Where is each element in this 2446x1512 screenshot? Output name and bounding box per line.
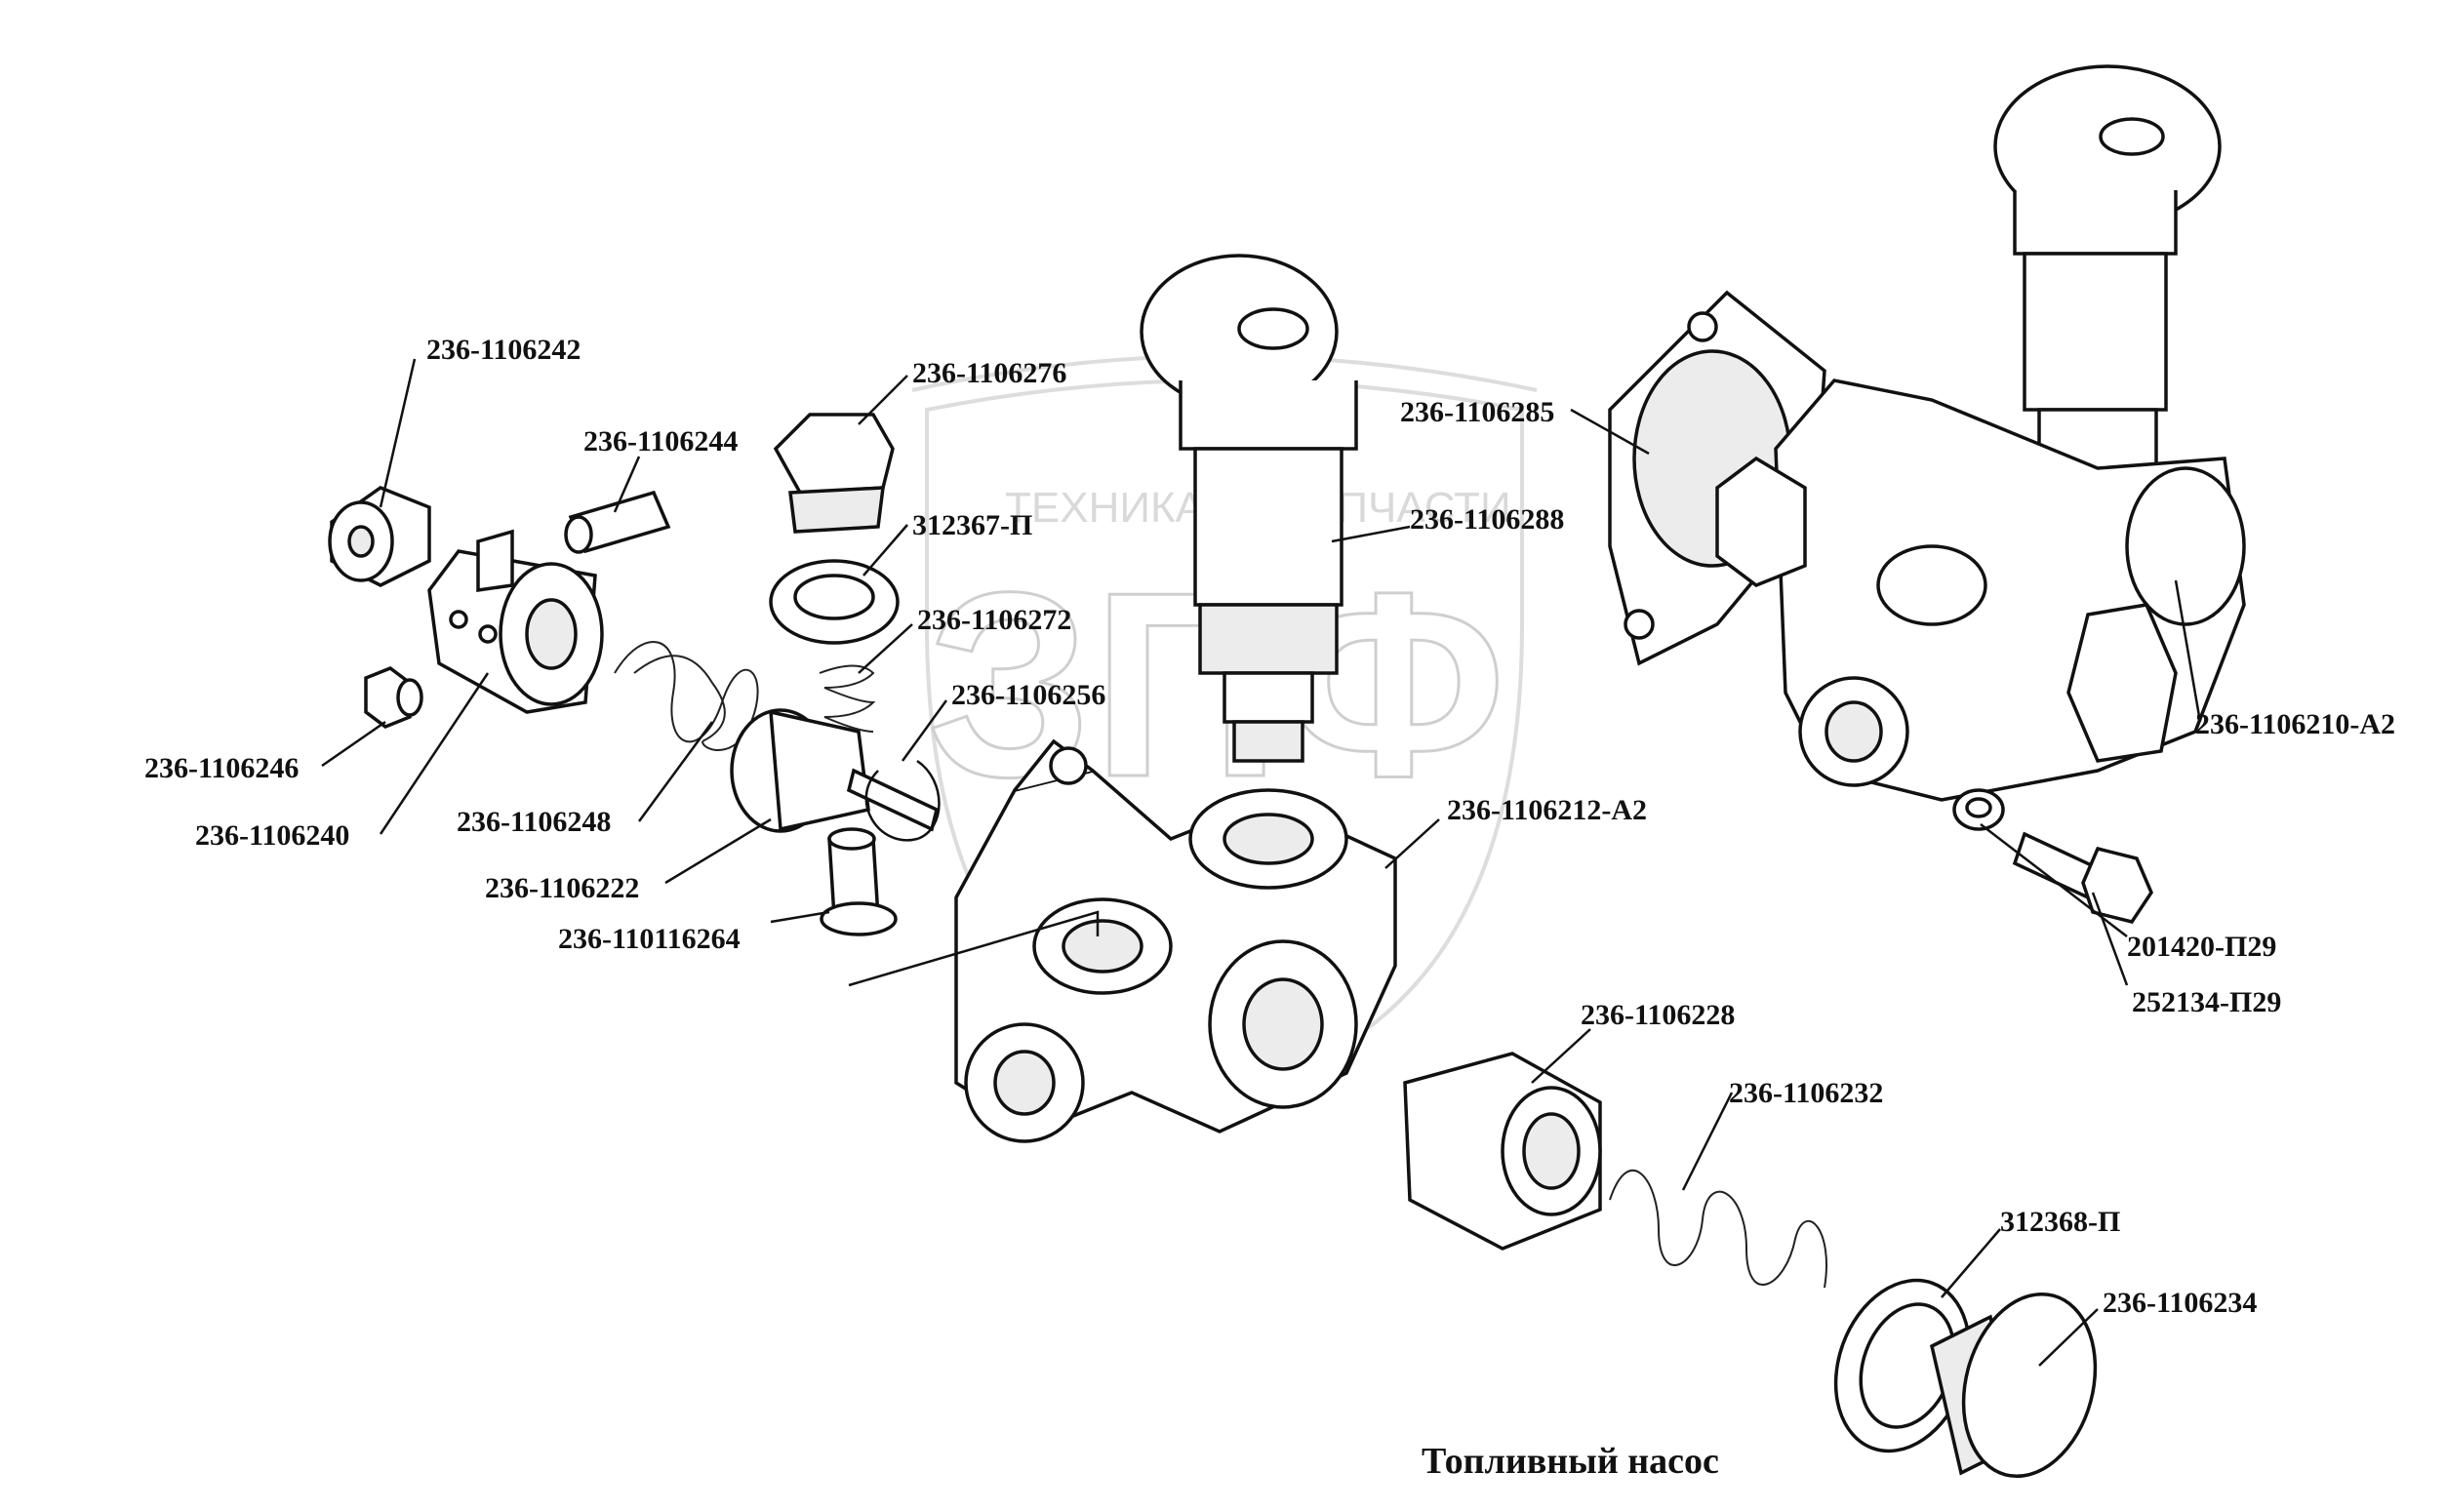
- label-312368-p: 312368-П: [2000, 1206, 2120, 1238]
- part-spring-248: [614, 641, 759, 751]
- label-236-1106212-a2: 236-1106212-А2: [1447, 794, 1647, 826]
- leader-lines: [321, 358, 2202, 1367]
- part-plunger-288: [1140, 254, 1358, 763]
- label-236-110116264: 236-110116264: [558, 923, 741, 955]
- part-plug-276: [773, 413, 895, 534]
- label-236-1106276: 236-1106276: [912, 357, 1066, 389]
- label-236-1106272: 236-1106272: [917, 604, 1071, 636]
- part-valve-222: [730, 708, 940, 833]
- label-236-1106234: 236-1106234: [2103, 1287, 2257, 1319]
- diagram-title: Топливный насос: [1422, 1441, 1719, 1482]
- part-sleeve-228: [1403, 1052, 1602, 1251]
- part-bracket-240: [427, 529, 604, 714]
- label-201420-p29: 201420-П29: [2127, 931, 2276, 963]
- label-236-1106232: 236-1106232: [1729, 1077, 1883, 1109]
- label-236-1106256: 236-1106256: [951, 679, 1105, 711]
- part-pin-264: [820, 827, 898, 936]
- part-plug-234: [1929, 1292, 2098, 1479]
- label-236-1106288: 236-1106288: [1410, 503, 1564, 536]
- label-236-1106244: 236-1106244: [583, 425, 738, 458]
- part-pump-210: [1715, 64, 2246, 802]
- label-236-1106222: 236-1106222: [485, 872, 639, 904]
- part-pin-244: [564, 490, 671, 554]
- part-washer-201420: [1952, 788, 2005, 831]
- label-236-1106228: 236-1106228: [1581, 999, 1735, 1031]
- part-labels: 236-1106242 236-1106244 236-1106276 3123…: [144, 334, 2395, 1319]
- part-screw-246: [364, 666, 423, 729]
- label-236-1106285: 236-1106285: [1400, 396, 1554, 428]
- label-236-1106210-a2: 236-1106210-А2: [2195, 708, 2395, 740]
- part-body-212: [954, 738, 1397, 1143]
- part-clip-256: [864, 759, 941, 842]
- watermark-caption-left: ТЕХНИКА: [1005, 484, 1205, 532]
- part-spring-232: [1609, 1170, 1827, 1289]
- label-236-1106248: 236-1106248: [457, 806, 611, 838]
- part-spring-272: [819, 664, 876, 733]
- label-252134-p29: 252134-П29: [2132, 986, 2281, 1018]
- part-washer-312367: [769, 559, 900, 645]
- part-nut-242: [328, 486, 431, 587]
- label-312367-p: 312367-П: [912, 509, 1032, 541]
- label-236-1106246: 236-1106246: [144, 752, 299, 784]
- label-236-1106242: 236-1106242: [426, 334, 581, 366]
- part-bolt-252134: [2012, 831, 2153, 924]
- label-236-1106240: 236-1106240: [195, 819, 349, 852]
